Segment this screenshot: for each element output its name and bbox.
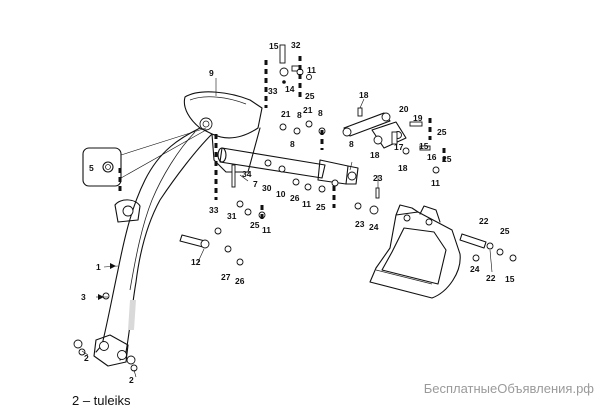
part-label: 25	[305, 91, 315, 101]
part-label: 23	[355, 219, 365, 229]
part-label: 16	[427, 152, 437, 162]
part-label: 8	[318, 108, 323, 118]
part-label: 15	[419, 141, 429, 151]
part-label: 5	[89, 163, 94, 173]
part-label: 15	[505, 274, 515, 284]
pointer-arrows	[98, 263, 116, 300]
part-label: 22	[479, 216, 489, 226]
part-label: 14	[285, 84, 295, 94]
part-label: 22	[486, 273, 496, 283]
hydraulic-cylinder	[217, 147, 359, 185]
part-label: 25	[250, 220, 260, 230]
part-label: 32	[291, 40, 301, 50]
part-label: 33	[268, 86, 278, 96]
part-label: 8	[297, 110, 302, 120]
part-label: 34	[242, 169, 252, 179]
part-label: 11	[302, 199, 311, 209]
part-label: 10	[276, 189, 286, 199]
part-label: 23	[373, 173, 383, 183]
part-label: 25	[437, 127, 447, 137]
part-label: 30	[262, 183, 272, 193]
caption-text: 2 – tuleiks	[72, 393, 131, 408]
part-label: 15	[269, 41, 279, 51]
part-label: 9	[209, 68, 214, 78]
part-label: 24	[470, 264, 480, 274]
part-label: 2	[84, 353, 89, 363]
watermark: БесплатныеОбъявления.рф	[423, 381, 594, 396]
part-label: 1	[96, 262, 101, 272]
part-label: 21	[303, 105, 313, 115]
boom-arm	[93, 91, 263, 367]
part-label: 17	[394, 142, 404, 152]
part-label: 25	[442, 154, 452, 164]
part-label: 26	[235, 276, 245, 286]
part-labels: 15 32 11 9 14 25 33 18 21 8 20 19 21 8 2…	[81, 40, 515, 385]
part-label: 11	[431, 178, 440, 188]
part-label: 18	[398, 163, 408, 173]
part-label: 31	[227, 211, 237, 221]
part-label: 11	[262, 225, 271, 235]
part-label: 7	[253, 179, 258, 189]
part-label: 27	[221, 272, 231, 282]
bucket	[354, 187, 517, 299]
part-label: 21	[281, 109, 291, 119]
part-5-callout	[82, 127, 207, 187]
part-label: 8	[290, 139, 295, 149]
part-label: 33	[209, 205, 219, 215]
part-label: 12	[191, 257, 201, 267]
part-label: 3	[81, 292, 86, 302]
part-label: 25	[500, 226, 510, 236]
link-mechanism	[342, 107, 440, 174]
part-label: 18	[359, 90, 369, 100]
part-label: 20	[399, 104, 409, 114]
part-label: 8	[349, 139, 354, 149]
part-label: 25	[316, 202, 326, 212]
part-label: 26	[290, 193, 300, 203]
part-label: 19	[413, 113, 423, 123]
part-label: 11	[307, 65, 316, 75]
group-brackets	[118, 56, 446, 220]
part-label: 2	[129, 375, 134, 385]
part-label: 24	[369, 222, 379, 232]
part-label: 18	[370, 150, 380, 160]
